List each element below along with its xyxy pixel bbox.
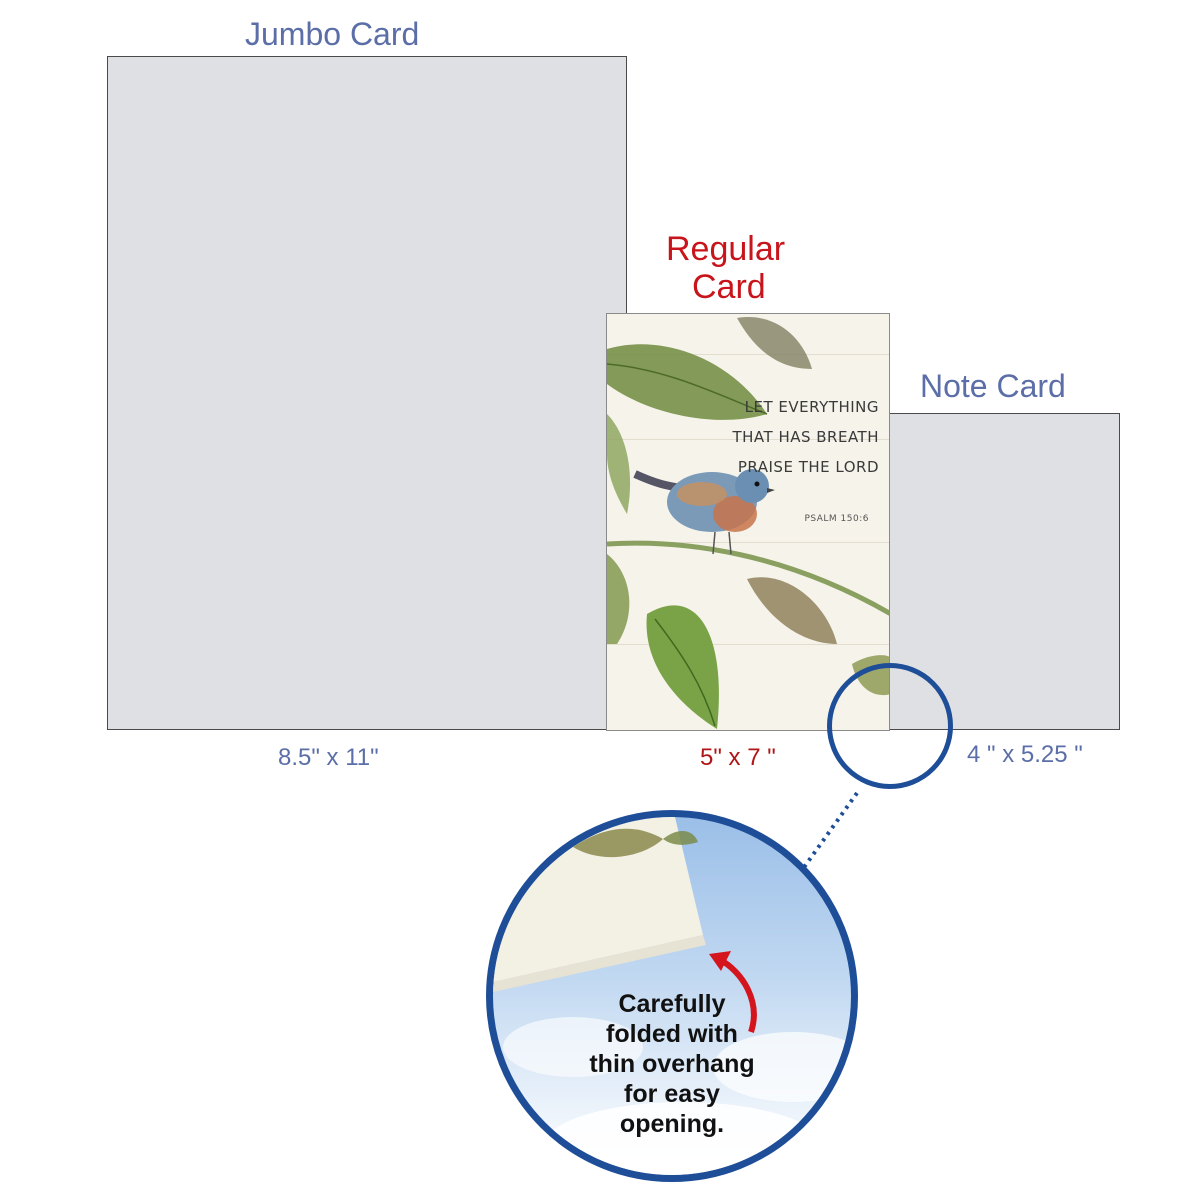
jumbo-card-title: Jumbo Card xyxy=(245,16,420,52)
card-edge-closeup xyxy=(493,817,851,1175)
callout-line-5: opening. xyxy=(619,1110,725,1138)
verse-line-1: LET EVERYTHING xyxy=(744,398,879,416)
zoom-detail-circle: Carefully folded with thin overhang for … xyxy=(486,810,858,1182)
regular-card-title-line1: Regular xyxy=(666,230,786,268)
verse-line-2: THAT HAS BREATH xyxy=(732,428,879,446)
leaves-and-bird-illustration xyxy=(607,317,889,729)
callout-line-4: for easy xyxy=(624,1080,720,1108)
jumbo-card-size: 8.5" x 11" xyxy=(278,744,379,771)
zoom-indicator-circle xyxy=(827,663,953,789)
jumbo-card-shape xyxy=(107,56,627,730)
regular-card-size: 5" x 7 " xyxy=(700,744,776,771)
regular-card-artwork: LET EVERYTHING THAT HAS BREATH PRAISE TH… xyxy=(606,313,890,731)
regular-card-title-line2: Card xyxy=(692,268,766,306)
verse-citation: PSALM 150:6 xyxy=(804,514,869,524)
callout-line-3: thin overhang xyxy=(589,1050,755,1078)
note-card-size: 4 " x 5.25 " xyxy=(967,741,1083,768)
verse-line-3: PRAISE THE LORD xyxy=(737,458,879,476)
note-card-title: Note Card xyxy=(920,368,1066,404)
callout-line-2: folded with xyxy=(606,1020,738,1048)
callout-line-1: Carefully xyxy=(618,990,726,1018)
